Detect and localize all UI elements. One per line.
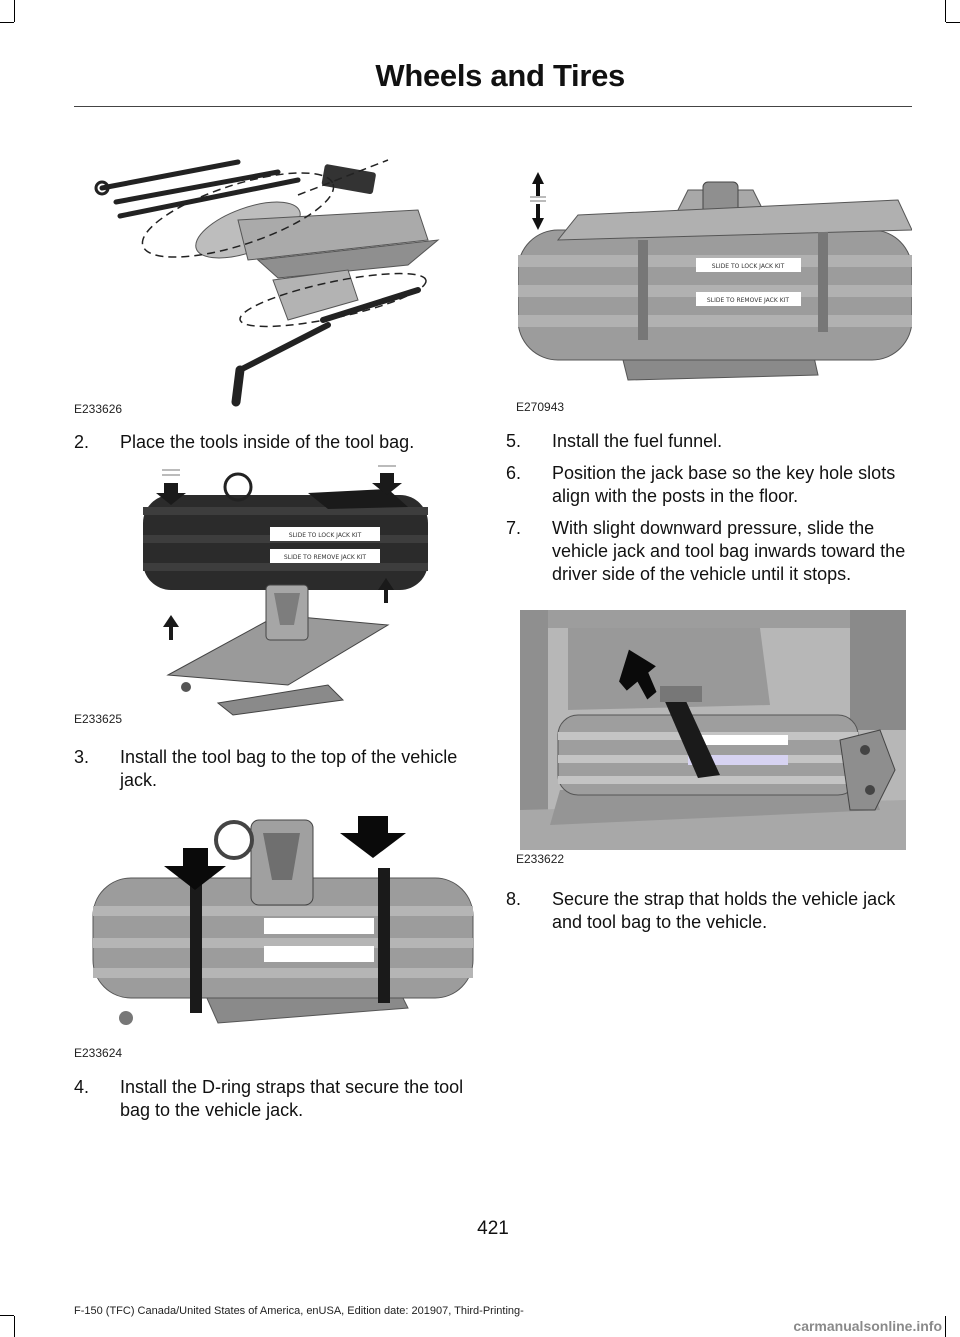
crop-mark-top-left-v bbox=[14, 0, 15, 22]
step-text: Position the jack base so the key hole s… bbox=[552, 463, 896, 506]
page-title: Wheels and Tires bbox=[375, 58, 625, 93]
step-2: 2. Place the tools inside of the tool ba… bbox=[74, 431, 484, 454]
step-number: 4. bbox=[74, 1077, 90, 1097]
step-text: With slight downward pressure, slide the… bbox=[552, 518, 906, 584]
step-text: Install the tool bag to the top of the v… bbox=[120, 747, 458, 790]
step-number: 8. bbox=[506, 889, 522, 909]
step-text: Place the tools inside of the tool bag. bbox=[120, 432, 415, 452]
step-7: 7. With slight downward pressure, slide … bbox=[506, 517, 916, 586]
figure-code: E233622 bbox=[516, 852, 565, 866]
crop-mark-top-right-v bbox=[945, 0, 946, 22]
footer-edition: F-150 (TFC) Canada/United States of Amer… bbox=[74, 1305, 524, 1317]
bag-label-lock: SLIDE TO LOCK JACK KIT bbox=[712, 263, 785, 270]
crop-mark-top-left-h bbox=[0, 22, 14, 23]
watermark: carmanualsonline.info bbox=[793, 1318, 942, 1334]
crop-mark-bottom-left-h bbox=[0, 1315, 14, 1316]
step-4: 4. Install the D-ring straps that secure… bbox=[74, 1076, 484, 1122]
step-8: 8. Secure the strap that holds the vehic… bbox=[506, 888, 916, 934]
step-3: 3. Install the tool bag to the top of th… bbox=[74, 746, 484, 792]
figure-bag-on-jack: E233624 bbox=[74, 808, 478, 1060]
step-text: Secure the strap that holds the vehicle … bbox=[552, 889, 896, 932]
step-number: 5. bbox=[506, 431, 522, 451]
step-5: 5. Install the fuel funnel. bbox=[506, 430, 916, 453]
bag-label-remove: SLIDE TO REMOVE JACK KIT bbox=[284, 554, 366, 561]
page-number: 421 bbox=[477, 1218, 509, 1239]
crop-mark-bottom-left-v bbox=[14, 1316, 15, 1337]
step-text: Install the D-ring straps that secure th… bbox=[120, 1077, 464, 1120]
step-number: 7. bbox=[506, 518, 522, 538]
step-6: 6. Position the jack base so the key hol… bbox=[506, 462, 916, 508]
figure-code: E270943 bbox=[516, 400, 565, 414]
figure-code: E233625 bbox=[74, 712, 123, 726]
step-text: Install the fuel funnel. bbox=[552, 431, 723, 451]
step-number: 3. bbox=[74, 747, 90, 767]
figure-fuel-funnel: SLIDE TO LOCK JACK KIT SLIDE TO REMOVE J… bbox=[516, 160, 912, 414]
step-number: 6. bbox=[506, 463, 522, 483]
header-divider bbox=[74, 106, 912, 107]
bag-label-remove: SLIDE TO REMOVE JACK KIT bbox=[707, 297, 789, 304]
figure-bag-and-jack: SLIDE TO LOCK JACK KIT SLIDE TO REMOVE J… bbox=[74, 465, 468, 726]
figure-jack-tools: E233626 bbox=[74, 150, 468, 416]
bag-label-lock: SLIDE TO LOCK JACK KIT bbox=[289, 532, 362, 539]
figure-installed-in-vehicle: E233622 bbox=[516, 610, 906, 866]
figure-code: E233626 bbox=[74, 402, 123, 416]
figure-code: E233624 bbox=[74, 1046, 123, 1060]
step-number: 2. bbox=[74, 432, 90, 452]
crop-mark-top-right-h bbox=[946, 22, 960, 23]
crop-mark-bottom-right-v bbox=[945, 1316, 946, 1337]
